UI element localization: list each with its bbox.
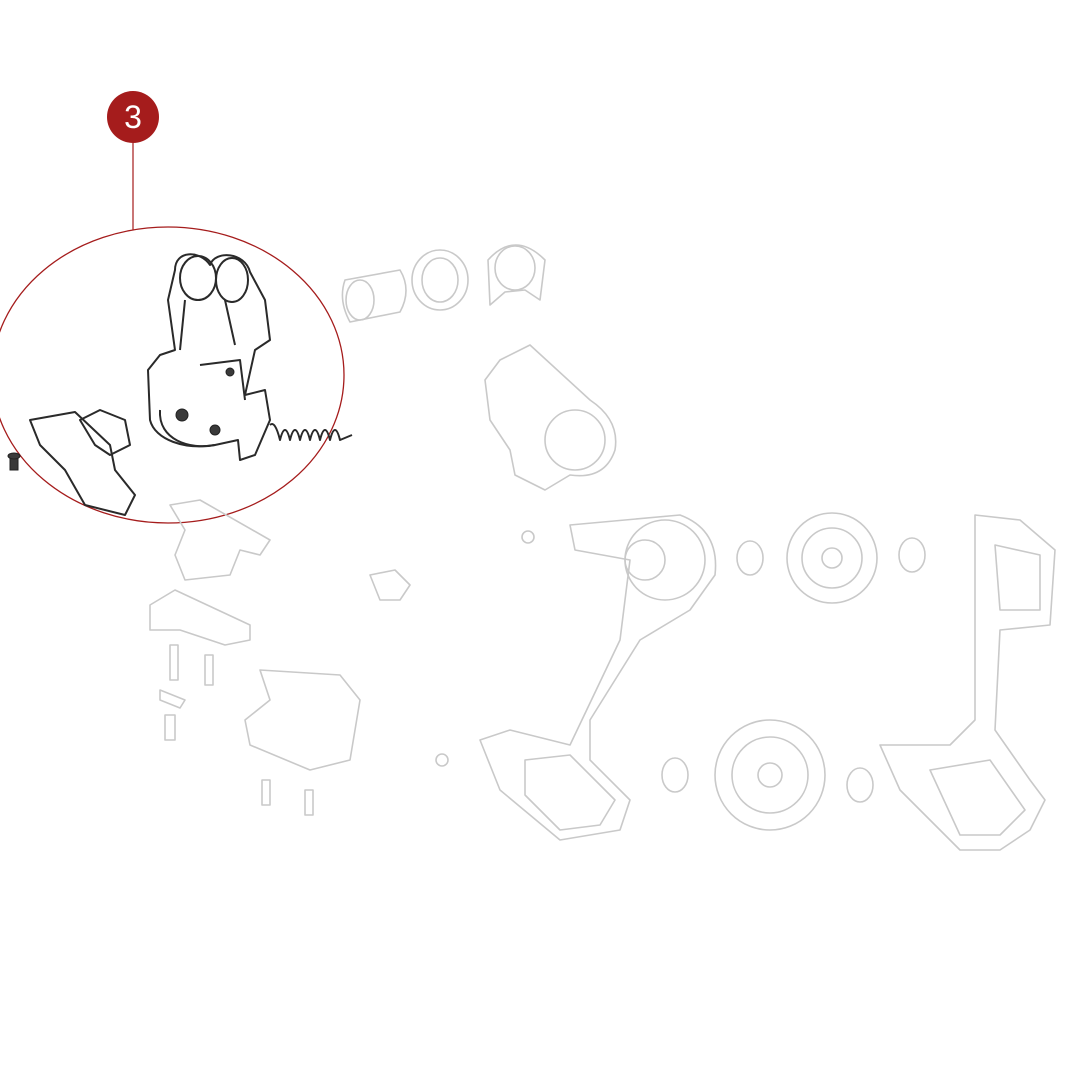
- callout-ellipse[interactable]: [0, 226, 345, 524]
- faint-cable-guide-parts[interactable]: [149, 499, 411, 771]
- faint-pulley-cage-inner[interactable]: [479, 514, 717, 841]
- highlighted-cage-lock-cover[interactable]: [7, 409, 136, 516]
- callout-number-badge[interactable]: 3: [107, 91, 159, 143]
- faint-pulley-cage-outer[interactable]: [879, 514, 1056, 851]
- faint-b-knuckle[interactable]: [484, 344, 617, 491]
- faint-upper-bushings[interactable]: [341, 244, 546, 323]
- faint-bolts[interactable]: [159, 530, 535, 816]
- faint-washers[interactable]: [661, 537, 926, 803]
- highlighted-parallelogram-assembly[interactable]: [147, 253, 353, 461]
- faint-upper-pulley-wheel[interactable]: [786, 512, 878, 604]
- faint-lower-pulley-wheel[interactable]: [714, 719, 826, 831]
